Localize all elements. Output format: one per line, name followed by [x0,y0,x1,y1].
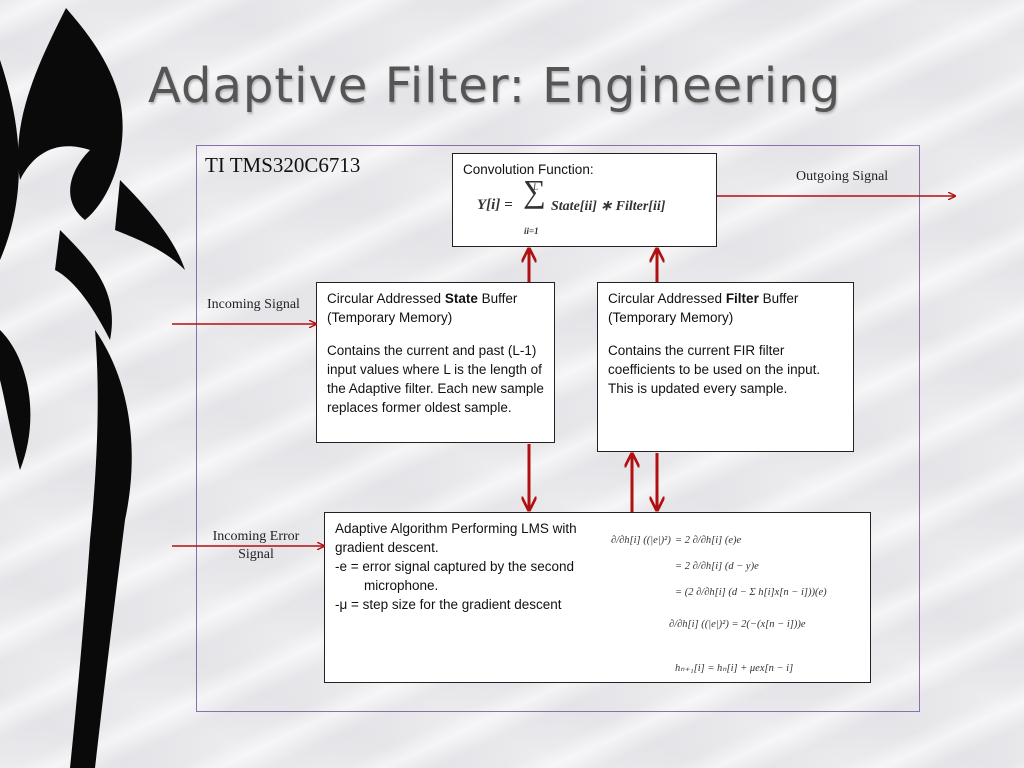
filter-buffer-title: Circular Addressed Filter Buffer [608,289,843,308]
incoming-error-line-2: Signal [238,547,274,562]
state-buffer-title-suffix: Buffer [477,291,518,306]
chip-label: TI TMS320C6713 [205,153,361,177]
convolution-box: Convolution Function: Y[i] = L ∑ ii=1 St… [452,153,717,247]
lms-eq1-lhs: ∂/∂h[i] ((|e|)²) [611,535,671,546]
formula-lhs: Y[i] = [477,197,513,213]
lms-eq2-rhs: = 2 ∂/∂h[i] (d − y)e [675,561,759,572]
state-buffer-box: Circular Addressed State Buffer (Tempora… [316,282,555,443]
lms-eq4: ∂/∂h[i] ((|e|)²) = 2(−(x[n − i]))e [669,619,806,630]
lms-line-1: Adaptive Algorithm Performing LMS with g… [335,521,577,555]
incoming-error-line-1: Incoming Error [212,529,300,544]
formula-sigma: ∑ [523,173,546,209]
filter-buffer-subtitle: (Temporary Memory) [608,310,734,325]
lms-algorithm-box: Adaptive Algorithm Performing LMS with g… [324,512,871,683]
lms-line-3: microphone. [364,578,439,593]
state-buffer-body: Contains the current and past (L-1) inpu… [327,343,544,415]
filter-buffer-box: Circular Addressed Filter Buffer (Tempor… [597,282,854,452]
lms-description: Adaptive Algorithm Performing LMS with g… [335,519,603,614]
filter-buffer-title-bold: Filter [725,291,759,306]
lms-eq5: hₙ₊₁[i] = hₙ[i] + μex[n − i] [675,663,794,674]
lms-eq3-rhs: = (2 ∂/∂h[i] (d − Σ h[i]x[n − i]))(e) [675,587,827,598]
dsp-board-frame [196,145,920,712]
lms-eq1-rhs: = 2 ∂/∂h[i] (e)e [675,535,742,546]
filter-buffer-title-prefix: Circular Addressed [608,291,726,306]
slide-title: Adaptive Filter: Engineering [148,58,842,114]
state-buffer-title-prefix: Circular Addressed [327,291,445,306]
filter-buffer-body: Contains the current FIR filter coeffici… [608,343,821,396]
state-buffer-title: Circular Addressed State Buffer [327,289,544,308]
formula-sum-lower: ii=1 [524,226,539,236]
incoming-signal-label: Incoming Signal [207,297,300,312]
formula-sum-upper: L [533,182,539,192]
outgoing-signal-label: Outgoing Signal [796,169,889,184]
state-buffer-subtitle: (Temporary Memory) [327,310,453,325]
lms-line-2: -e = error signal captured by the second [335,559,575,574]
convolution-formula: Y[i] = L ∑ ii=1 State[ii] ∗ Filter[ii] [477,173,707,238]
incoming-error-signal-label: Incoming Error Signal [203,528,309,564]
decorative-swirl [0,8,185,768]
lms-line-4: -μ = step size for the gradient descent [335,597,562,612]
filter-buffer-title-suffix: Buffer [758,291,799,306]
state-buffer-title-bold: State [444,291,478,306]
formula-rhs: State[ii] ∗ Filter[ii] [551,199,666,214]
convolution-heading: Convolution Function: [463,162,594,177]
